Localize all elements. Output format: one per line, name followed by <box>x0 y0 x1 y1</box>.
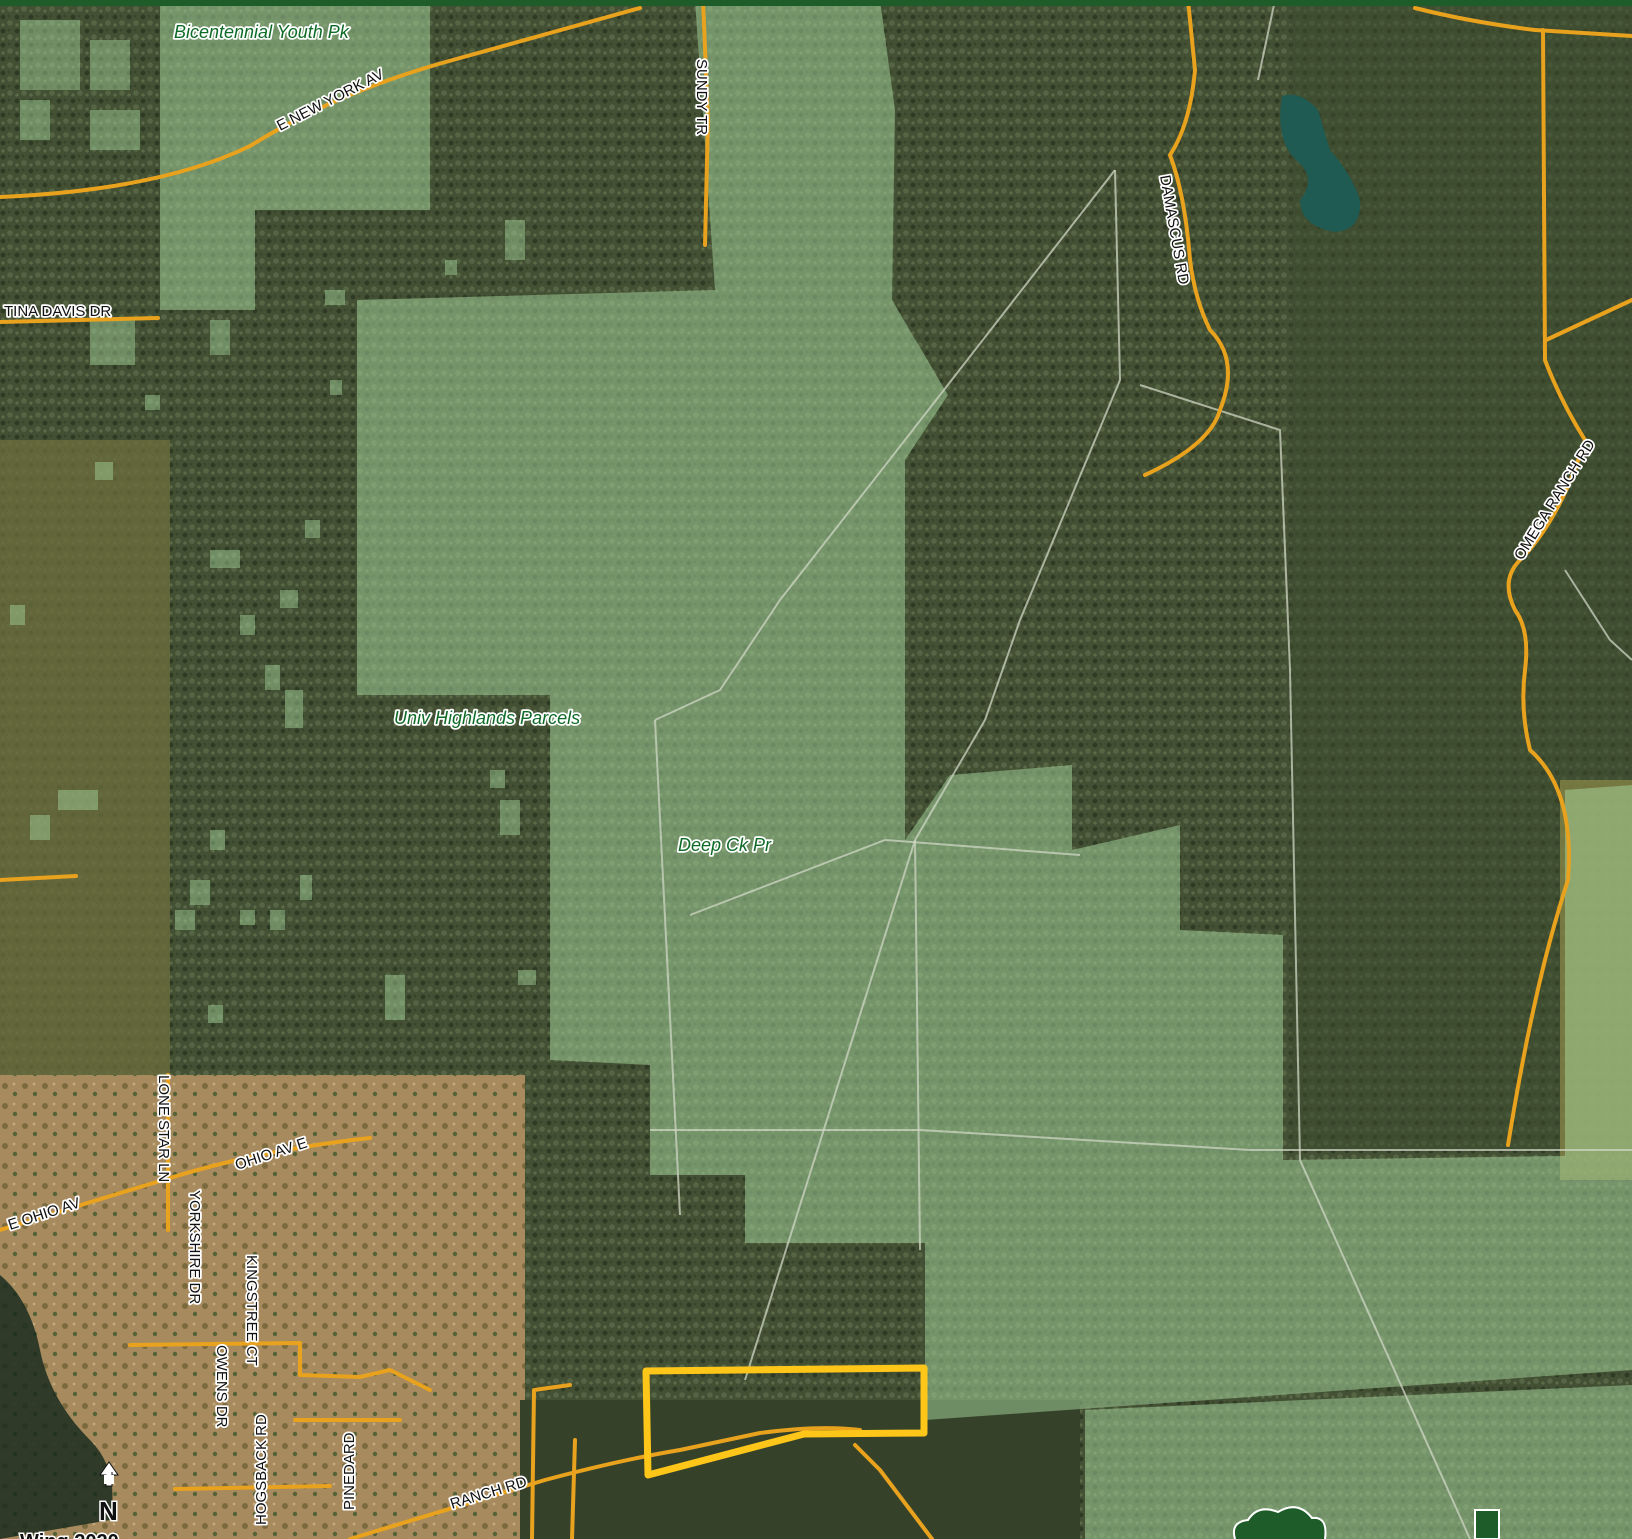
trail <box>914 839 921 1251</box>
map-frame-top <box>0 0 1632 6</box>
conservation-block <box>265 665 280 690</box>
conservation-block <box>505 220 525 260</box>
conservation-block <box>385 975 405 1020</box>
local-road <box>530 1383 572 1539</box>
conservation-block <box>240 910 255 925</box>
local-road <box>570 1438 577 1539</box>
trails <box>650 0 1632 1539</box>
top-right-road <box>1413 6 1632 38</box>
conservation-block <box>58 790 98 810</box>
conservation-block <box>208 1005 223 1023</box>
conservation-block <box>210 320 230 355</box>
trail <box>744 839 916 1381</box>
trail <box>1257 0 1276 81</box>
park-label-deep-creek: Deep Ck Pr <box>678 835 772 855</box>
subject-parcel-outline[interactable] <box>642 1364 928 1479</box>
conservation-block <box>30 815 50 840</box>
bicentennial-youth-park-area <box>160 0 430 310</box>
road-label-yorkshire-dr: YORKSHIRE DR <box>186 1190 203 1304</box>
conservation-block <box>330 380 342 395</box>
north-arrow-label: N <box>99 1496 118 1526</box>
conservation-block <box>285 690 303 728</box>
east-conservation-area <box>1565 785 1632 1158</box>
conservation-block <box>90 40 130 90</box>
local-road <box>853 1443 934 1539</box>
tree-logo-icon <box>1232 1506 1500 1539</box>
sundy-tr-road <box>701 0 710 247</box>
road-label-owens-dr: OWENS DR <box>213 1345 230 1428</box>
conservation-block <box>210 830 225 850</box>
conservation-block <box>325 290 345 305</box>
conservation-block <box>175 910 195 930</box>
conservation-block <box>518 970 536 985</box>
conservation-block <box>490 770 505 788</box>
univ-highlands-deep-creek-area <box>357 0 1632 1420</box>
ranch-rd-road <box>348 1426 862 1539</box>
conservation-overlay <box>160 0 1632 1539</box>
trail <box>654 169 1116 721</box>
local-road <box>128 1341 432 1392</box>
road-label-sundy-tr: SUNDY TR <box>693 59 710 135</box>
road-label-tina-davis-dr: TINA DAVIS DR <box>4 303 111 320</box>
conservation-block <box>20 100 50 140</box>
local-road <box>173 1484 332 1491</box>
pond <box>1280 94 1361 232</box>
conservation-block <box>210 550 240 568</box>
trail <box>650 1129 1632 1151</box>
conservation-block <box>10 605 25 625</box>
conservation-block <box>305 520 320 538</box>
trail <box>654 719 681 1216</box>
ohio-av-road <box>0 1136 372 1232</box>
trail <box>914 169 1122 841</box>
road-label-hogsback-rd: HOGSBACK RD <box>253 1414 270 1525</box>
north-arrow-icon <box>99 1461 119 1487</box>
tina-davis-dr-road <box>0 316 160 324</box>
omega-ranch-rd-road <box>1506 28 1587 1147</box>
conservation-block <box>95 462 113 480</box>
conservation-block <box>90 320 135 365</box>
park-label-bicentennial: Bicentennial Youth Pk <box>174 22 350 42</box>
e-new-york-av-road <box>0 6 642 199</box>
south-conservation-area <box>1085 1385 1632 1539</box>
conservation-block <box>20 20 80 90</box>
conservation-block <box>300 875 312 900</box>
conservation-block <box>90 110 140 150</box>
road-label-pinedard: PINEDARD <box>341 1432 358 1510</box>
conservation-block <box>445 260 457 275</box>
road-label-kingstree-ct: KINGSTREE CT <box>243 1255 260 1366</box>
conservation-block <box>240 615 255 635</box>
west-stub-road <box>0 874 78 882</box>
conservation-block <box>280 590 298 608</box>
park-label-univ-highlands: Univ Highlands Parcels <box>394 708 580 728</box>
trail <box>1139 384 1471 1539</box>
omega-ranch-rd-branch <box>1544 298 1632 342</box>
conservation-block <box>270 910 285 930</box>
damascus-rd-road <box>1143 0 1230 477</box>
imagery-watermark: Wing 2020 <box>20 1531 119 1539</box>
trail <box>689 838 1081 916</box>
aerial-imagery-west-pasture <box>0 440 170 1080</box>
aerial-imagery-south-forest <box>520 1400 1080 1539</box>
conservation-blocks <box>10 20 536 1023</box>
conservation-block <box>500 800 520 835</box>
trail <box>1564 569 1632 661</box>
lake-shoreline <box>0 1275 113 1539</box>
road-label-lone-star-ln: LONE STAR LN <box>155 1075 172 1182</box>
conservation-block <box>190 880 210 905</box>
conservation-block <box>145 395 160 410</box>
